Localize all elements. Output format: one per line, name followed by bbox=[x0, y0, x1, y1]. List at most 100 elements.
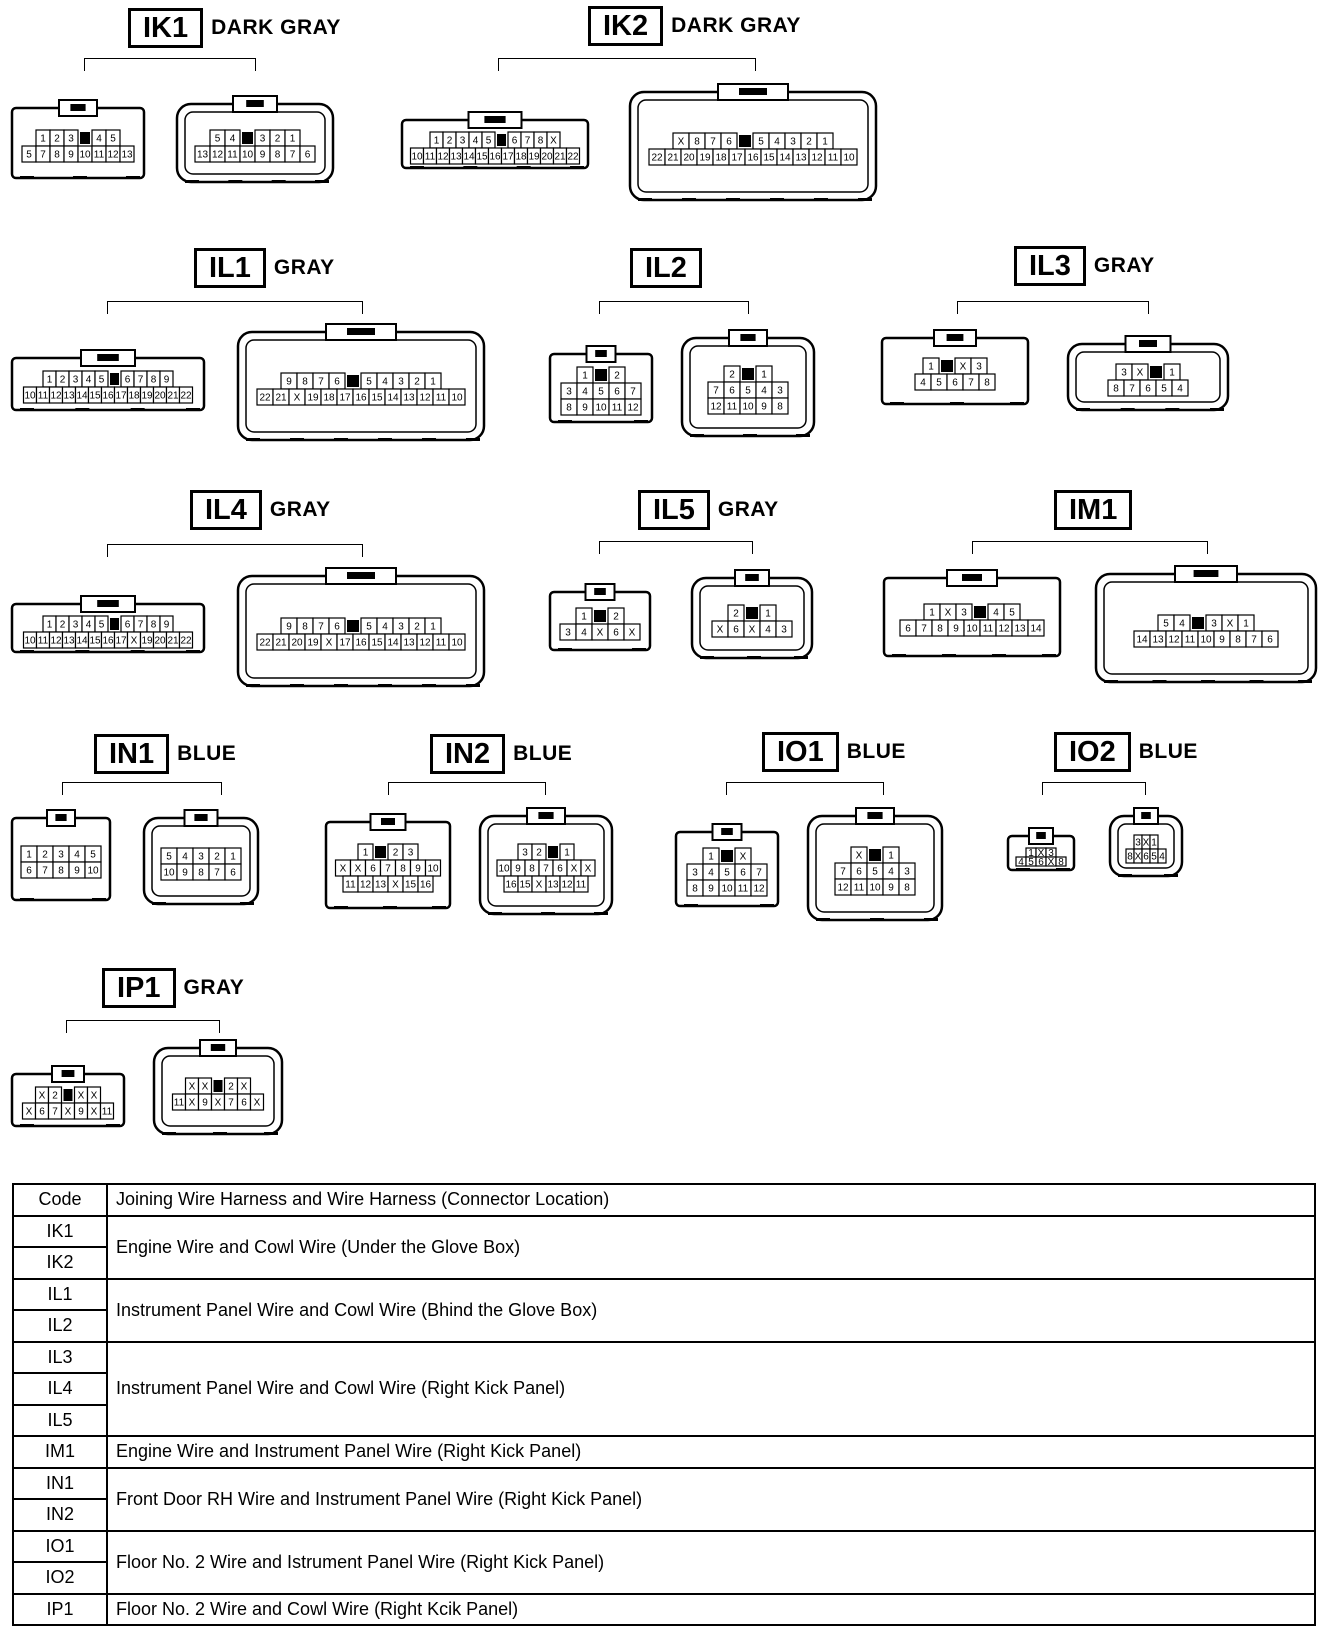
pin-divider bbox=[242, 132, 253, 144]
pin-divider bbox=[1150, 366, 1162, 378]
pin-label: 18 bbox=[323, 393, 335, 404]
housing-foot bbox=[228, 180, 243, 183]
pin-label: 6 bbox=[1143, 852, 1149, 863]
housing-foot bbox=[106, 1124, 120, 1127]
pin-label: X bbox=[326, 638, 333, 649]
table-row: IO1 Floor No. 2 Wire and Istrument Panel… bbox=[12, 1529, 1316, 1595]
pin-cell bbox=[623, 623, 641, 641]
pin-label: 17 bbox=[115, 391, 127, 402]
pin-label: 7 bbox=[710, 137, 716, 148]
pin-label: 1 bbox=[564, 848, 570, 859]
pin-label: X bbox=[26, 1107, 33, 1118]
pin-label: 5 bbox=[1009, 608, 1015, 619]
lock-tab bbox=[484, 116, 506, 123]
connector-color: BLUE bbox=[846, 740, 906, 763]
housing-foot bbox=[924, 918, 938, 921]
pair-bracket bbox=[66, 1020, 220, 1033]
pin-label: 6 bbox=[740, 868, 746, 879]
pin-label: 3 bbox=[565, 628, 571, 639]
code-cell: IK2 bbox=[12, 1246, 108, 1280]
pin-label: 11 bbox=[38, 636, 49, 647]
pin-label: 11 bbox=[425, 152, 436, 163]
pin-label: 18 bbox=[128, 391, 140, 402]
pin-label: 7 bbox=[40, 150, 46, 161]
connector-color: GRAY bbox=[273, 256, 335, 279]
pin-label: 11 bbox=[727, 402, 738, 413]
code-cell: IK1 bbox=[12, 1214, 108, 1248]
pin-label: 8 bbox=[1058, 857, 1064, 868]
connector-code: IO2 bbox=[1054, 732, 1131, 772]
pin-label: 4 bbox=[96, 134, 102, 145]
pin-label: X bbox=[1143, 838, 1150, 849]
pin-label: 6 bbox=[334, 377, 340, 388]
pin-label: 7 bbox=[1251, 635, 1257, 646]
pin-label: 3 bbox=[566, 387, 572, 398]
pin-label: 1 bbox=[1169, 368, 1175, 379]
pin-label: X bbox=[749, 625, 756, 636]
pin-cell bbox=[573, 875, 589, 893]
pin-label: 6 bbox=[39, 1107, 45, 1118]
pin-label: X bbox=[392, 880, 399, 891]
pin-label: 13 bbox=[450, 152, 462, 163]
pair-bracket bbox=[107, 301, 363, 314]
pin-cell bbox=[624, 398, 642, 416]
pin-label: 2 bbox=[806, 137, 812, 148]
pin-label: 4 bbox=[1018, 857, 1024, 868]
pin-label: X bbox=[597, 628, 604, 639]
pin-label: 4 bbox=[1177, 384, 1183, 395]
pin-label: 20 bbox=[541, 152, 553, 163]
pin-label: 19 bbox=[141, 391, 153, 402]
pin-label: 12 bbox=[1168, 635, 1180, 646]
pin-label: 7 bbox=[318, 622, 324, 633]
pin-cell bbox=[1055, 856, 1067, 867]
pin-label: 6 bbox=[125, 375, 131, 386]
table-row: IK1 Engine Wire and Cowl Wire (Under the… bbox=[12, 1214, 1316, 1280]
pin-label: 5 bbox=[26, 150, 32, 161]
pin-label: 20 bbox=[154, 391, 166, 402]
pin-label: 5 bbox=[745, 386, 751, 397]
connector-code: IL1 bbox=[194, 248, 266, 288]
housing-foot bbox=[816, 918, 830, 921]
housing-foot bbox=[570, 166, 584, 169]
pin-label: 7 bbox=[214, 868, 220, 879]
connector-location-table: Code Joining Wire Harness and Wire Harne… bbox=[12, 1183, 1316, 1626]
pin-label: 10 bbox=[451, 638, 463, 649]
connector-code: IP1 bbox=[102, 968, 176, 1008]
pin-label: 1 bbox=[582, 371, 588, 382]
housing-foot bbox=[700, 656, 714, 659]
pin-divider bbox=[869, 849, 881, 861]
housing-foot bbox=[240, 902, 254, 905]
pin-label: 12 bbox=[360, 880, 372, 891]
pin-cell bbox=[1171, 379, 1189, 397]
pin-label: 10 bbox=[451, 393, 463, 404]
lock-tab bbox=[739, 88, 767, 95]
table-row: IN2 bbox=[12, 1498, 1315, 1532]
pin-label: 8 bbox=[1235, 635, 1241, 646]
housing-foot bbox=[632, 648, 646, 651]
housing-foot bbox=[246, 438, 260, 441]
pin-label: 12 bbox=[212, 150, 224, 161]
connector-color: BLUE bbox=[513, 742, 573, 765]
housing-foot bbox=[892, 654, 906, 657]
pin-label: 12 bbox=[627, 403, 639, 414]
housing-foot bbox=[1076, 408, 1090, 411]
pin-label: 1 bbox=[761, 370, 767, 381]
pin-label: 12 bbox=[753, 884, 765, 895]
housing-foot bbox=[682, 198, 696, 201]
pin-label: 2 bbox=[214, 852, 220, 863]
pin-label: 7 bbox=[318, 377, 324, 388]
pin-label: 13 bbox=[63, 391, 75, 402]
pin-label: 10 bbox=[79, 150, 91, 161]
pin-label: X bbox=[1227, 619, 1234, 630]
housing-foot bbox=[130, 650, 145, 653]
pin-label: X bbox=[1135, 852, 1142, 863]
pin-label: 9 bbox=[888, 883, 894, 894]
housing-foot bbox=[73, 176, 87, 179]
pin-label: 11 bbox=[345, 880, 356, 891]
pin-label: 3 bbox=[260, 134, 266, 145]
